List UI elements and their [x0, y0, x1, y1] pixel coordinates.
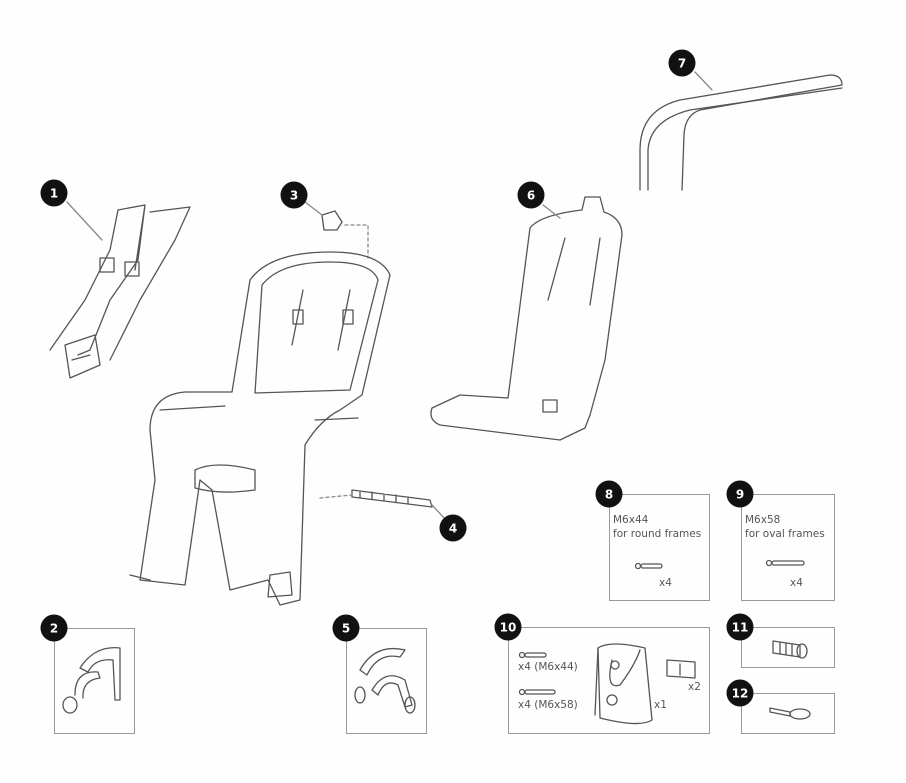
part-badge-7: 7 [668, 49, 696, 77]
part-8-qty: x4 [659, 577, 672, 589]
lock-drawing [772, 640, 808, 659]
part-box-10 [508, 627, 710, 734]
bracket-drawing [594, 643, 696, 725]
part-badge-5: 5 [332, 614, 360, 642]
part-box-9 [741, 494, 835, 601]
part-badge-12: 12 [726, 679, 754, 707]
part-10-bolt-b: x4 (M6x58) [518, 699, 578, 711]
part-10-bolt-a: x4 (M6x44) [518, 661, 578, 673]
bolt-drawings [518, 559, 805, 696]
foot-strap-drawing-2 [62, 647, 121, 714]
part-box-11 [741, 627, 835, 668]
part-badge-10: 10 [494, 613, 522, 641]
part-badge-11: 11 [726, 613, 754, 641]
part-badge-4: 4 [439, 514, 467, 542]
part-9-qty: x4 [790, 577, 803, 589]
part-box-5 [346, 628, 427, 734]
part-10-bracket-qty: x1 [654, 699, 667, 711]
part-box-8 [609, 494, 710, 601]
seat-shell-drawing [129, 251, 391, 606]
clip-drawing [304, 201, 369, 259]
foot-strap-drawing-5 [354, 647, 416, 714]
key-drawing [769, 707, 811, 720]
part-10-plate-qty: x2 [688, 681, 701, 693]
part-badge-9: 9 [726, 480, 754, 508]
adjustment-strap-drawing [319, 489, 447, 521]
part-8-spec: M6x44 [613, 514, 649, 526]
part-box-2 [54, 628, 135, 734]
part-badge-3: 3 [280, 181, 308, 209]
part-badge-6: 6 [517, 181, 545, 209]
mounting-tube-drawing [639, 71, 843, 191]
part-9-spec: M6x58 [745, 514, 781, 526]
part-badge-2: 2 [40, 614, 68, 642]
harness-drawing [49, 201, 191, 379]
part-8-note: for round frames [613, 528, 702, 540]
part-box-12 [741, 693, 835, 734]
part-9-note: for oval frames [745, 528, 825, 540]
part-badge-1: 1 [40, 179, 68, 207]
seat-cushion-drawing [430, 196, 623, 441]
part-badge-8: 8 [595, 480, 623, 508]
